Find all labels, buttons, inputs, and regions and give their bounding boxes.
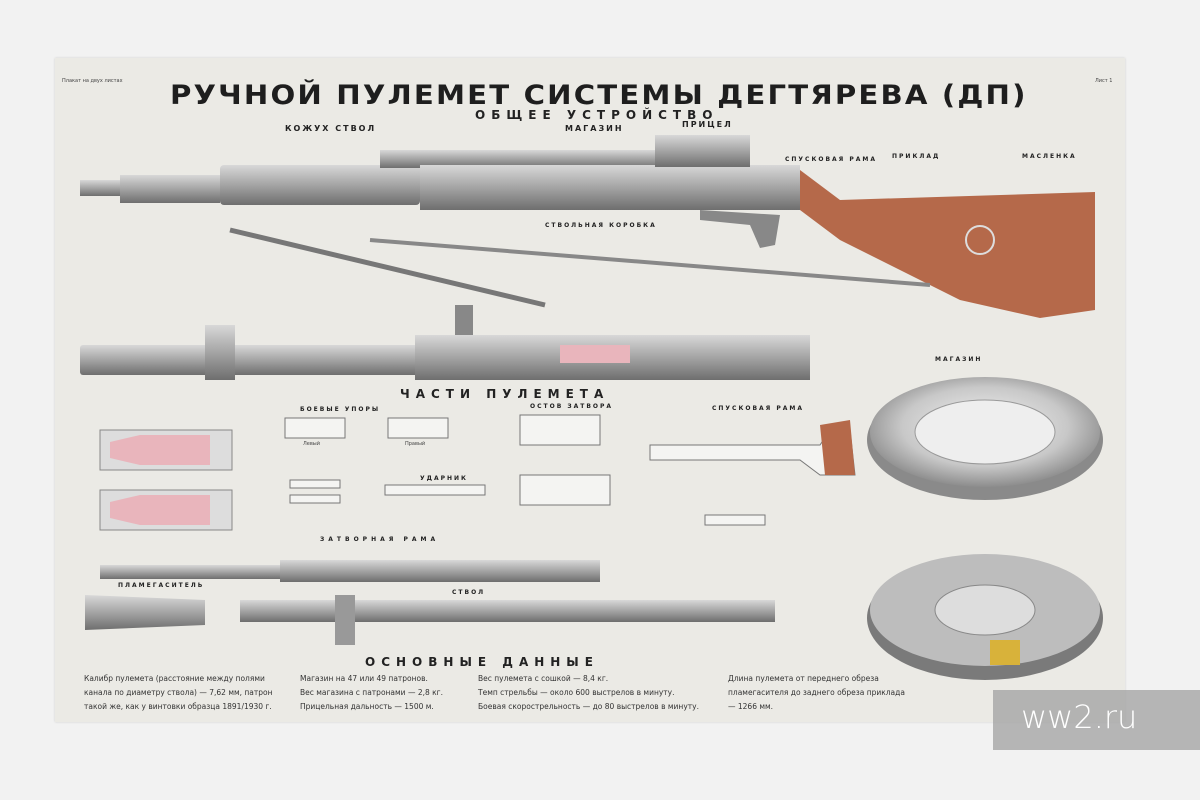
data-combat-rate: Боевая скорострельность — до 80 выстрело… [478,702,699,711]
label-sight: ПРИЦЕЛ [682,120,733,129]
data-magazine-weight: Вес магазина с патронами — 2,8 кг. [300,688,443,697]
label-combat-stops: БОЕВЫЕ УПОРЫ [300,406,381,413]
label-stock: ПРИКЛАД [892,153,941,160]
label-oiler: МАСЛЕНКА [1022,153,1077,160]
bolt-cutaway-drawings [99,429,233,531]
receiver-section-drawing [80,305,810,380]
corner-note-left: Плакат на двух листах [62,78,123,84]
label-magazine-parts: МАГАЗИН [935,356,983,363]
data-weight: Вес пулемета с сошкой — 8,4 кг. [478,674,609,683]
data-length: Длина пулемета от переднего обреза пламе… [728,674,905,711]
corner-note-right: Лист 1 [1095,78,1113,84]
label-trigger-frame-part: СПУСКОВАЯ РАМА [712,405,805,412]
label-striker: УДАРНИК [420,475,468,482]
main-gun-drawing [80,135,1095,318]
label-bolt-body: ОСТОВ ЗАТВОРА [530,403,614,410]
parts-sketches [284,414,856,526]
magazine-drawings [867,377,1103,680]
data-magazine-capacity: Магазин на 47 или 49 патронов. [300,674,428,683]
label-trigger-frame: СПУСКОВАЯ РАМА [785,156,878,163]
watermark-text: ww2.ru [1021,698,1138,736]
label-barrel-jacket: КОЖУХ СТВОЛ [285,124,377,133]
general-subtitle: ОБЩЕЕ УСТРОЙСТВО [475,108,719,122]
data-rate-of-fire: Темп стрельбы — около 600 выстрелов в ми… [478,688,675,697]
main-data-title: ОСНОВНЫЕ ДАННЫЕ [365,655,599,669]
label-barrel: СТВОЛ [452,589,486,596]
poster-title: РУЧНОЙ ПУЛЕМЕТ СИСТЕМЫ ДЕГТЯРЕВА (ДП) [170,80,1028,111]
watermark: ww2.ru [993,690,1200,750]
label-magazine: МАГАЗИН [565,124,624,133]
data-caliber: Калибр пулемета (расстояние между полями… [84,674,273,711]
label-left: Левый [303,441,320,447]
parts-title: ЧАСТИ ПУЛЕМЕТА [400,387,610,401]
bolt-carrier-barrel-drawings [85,560,775,645]
label-right: Правый [405,441,426,447]
label-flash-hider: ПЛАМЕГАСИТЕЛЬ [118,582,205,589]
label-receiver: СТВОЛЬНАЯ КОРОБКА [545,222,657,229]
label-bolt-carrier: ЗАТВОРНАЯ РАМА [320,536,440,543]
data-sight-range: Прицельная дальность — 1500 м. [300,702,434,711]
